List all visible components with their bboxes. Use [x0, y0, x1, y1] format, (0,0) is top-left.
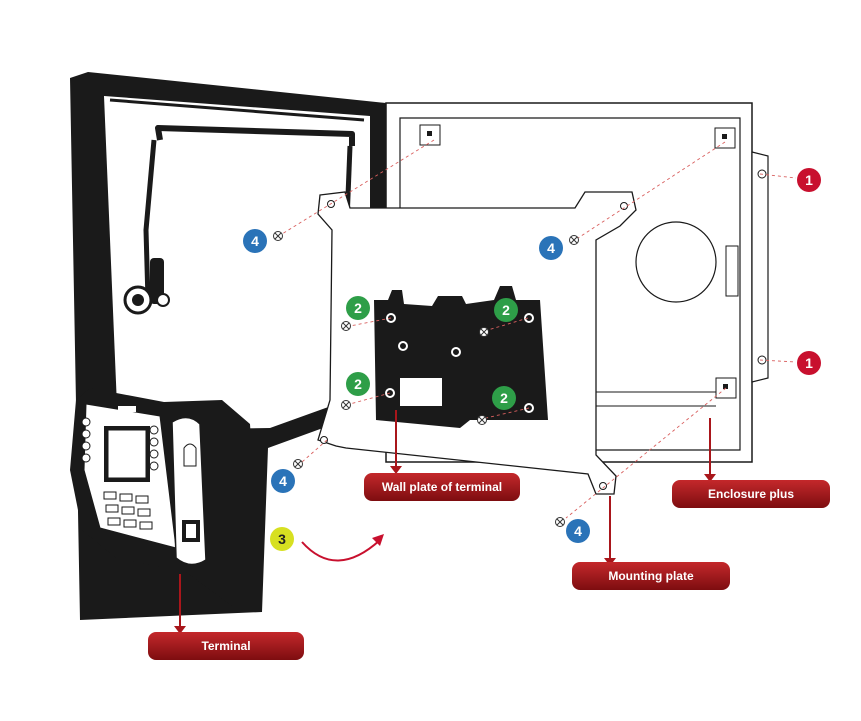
step-badge-1b: 1 — [797, 351, 821, 375]
step-badge-4c: 4 — [271, 469, 295, 493]
terminal-label: Terminal — [201, 639, 250, 653]
fingerprint-reader-icon — [171, 416, 207, 566]
wall-plate-label: Wall plate of terminal — [382, 480, 502, 494]
step-badge-1a: 1 — [797, 168, 821, 192]
mounting-plate-label: Mounting plate — [608, 569, 694, 583]
step-number: 2 — [354, 376, 362, 392]
callout-terminal: Terminal — [148, 574, 304, 660]
step-number: 1 — [805, 355, 813, 371]
step-number: 1 — [805, 172, 813, 188]
wall-plate — [374, 286, 548, 428]
step-number: 2 — [502, 302, 510, 318]
step-number: 4 — [251, 233, 259, 249]
step-number: 3 — [278, 531, 286, 547]
step-badge-2c: 2 — [346, 372, 370, 396]
step-badge-2d: 2 — [492, 386, 516, 410]
curved-arrow-icon — [301, 534, 384, 562]
step-badge-2a: 2 — [346, 296, 370, 320]
step-badge-3: 3 — [270, 527, 294, 551]
step-number: 4 — [279, 473, 287, 489]
callout-mounting-plate: Mounting plate — [572, 496, 730, 590]
step-number: 4 — [547, 240, 555, 256]
step-badge-2b: 2 — [494, 298, 518, 322]
callout-wall-plate: Wall plate of terminal — [364, 410, 520, 501]
callout-enclosure: Enclosure plus — [672, 418, 830, 508]
terminal-device — [70, 388, 262, 612]
guide-lines — [281, 139, 797, 519]
step-badge-4b: 4 — [539, 236, 563, 260]
lock-icon — [123, 258, 170, 315]
enclosure-label: Enclosure plus — [708, 487, 794, 501]
step-number: 4 — [574, 523, 582, 539]
step-number: 2 — [500, 390, 508, 406]
step-number: 2 — [354, 300, 362, 316]
step-badge-4d: 4 — [566, 519, 590, 543]
step-badge-4a: 4 — [243, 229, 267, 253]
